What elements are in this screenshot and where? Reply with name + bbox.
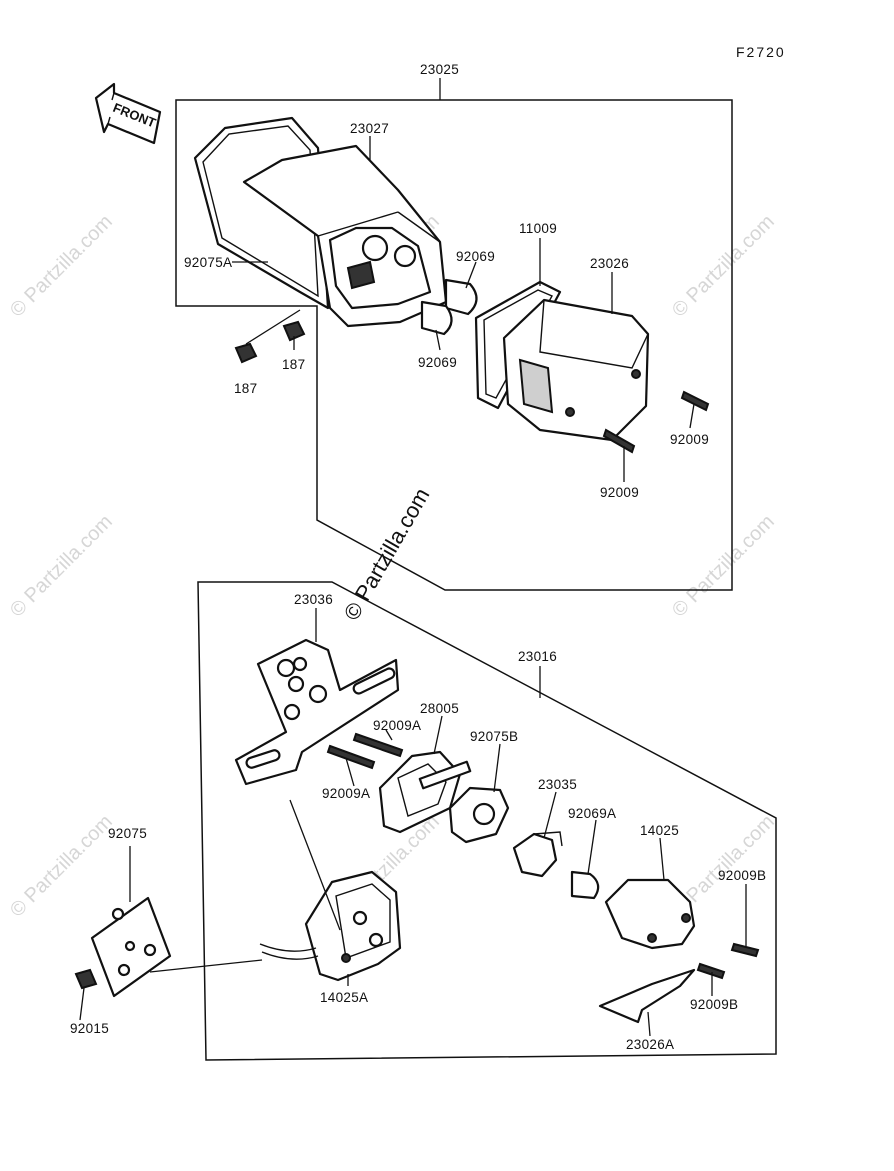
diagram-code: F2720 [736, 44, 786, 60]
nut-92015 [74, 968, 98, 990]
label-23026: 23026 [590, 256, 629, 271]
label-92069-lower: 92069 [418, 355, 457, 370]
lens-23026 [502, 298, 650, 442]
front-arrow: FRONT [94, 82, 162, 145]
assembly-frame-23025 [175, 99, 733, 591]
screw-92009A-lower [326, 744, 376, 770]
label-92009-lower: 92009 [600, 485, 639, 500]
label-92009A-lower: 92009A [322, 786, 370, 801]
base-23027 [242, 144, 448, 328]
gasket-92075B [448, 786, 510, 844]
watermark: © Partzilla.com [6, 811, 117, 922]
label-92075: 92075 [108, 826, 147, 841]
socket-23035 [512, 831, 563, 878]
screw-92009A-upper [352, 732, 404, 758]
reflector-23026A [598, 968, 696, 1024]
label-92015: 92015 [70, 1021, 109, 1036]
label-92069A: 92069A [568, 806, 616, 821]
bracket-23036 [234, 638, 400, 786]
label-92069-upper: 92069 [456, 249, 495, 264]
socket-holder-28005 [378, 750, 472, 834]
screw-92009-lower [602, 428, 636, 454]
screw-92009B-upper [730, 942, 760, 958]
label-23016: 23016 [518, 649, 557, 664]
label-187-right: 187 [282, 357, 305, 372]
nut-187-right [282, 320, 306, 342]
watermark-main: © Partzilla.com [339, 484, 435, 625]
label-14025A: 14025A [320, 990, 368, 1005]
watermark: © Partzilla.com [6, 511, 117, 622]
watermark: © Partzilla.com [6, 211, 117, 322]
assembly-frame-23016 [197, 581, 777, 1061]
label-23026A: 23026A [626, 1037, 674, 1052]
leader-lines [79, 78, 747, 1037]
label-14025: 14025 [640, 823, 679, 838]
label-187-left: 187 [234, 381, 257, 396]
label-23035: 23035 [538, 777, 577, 792]
bulb-92069-lower [420, 300, 453, 336]
screw-92009B-lower [696, 962, 726, 980]
label-92009-right: 92009 [670, 432, 709, 447]
label-92009A-upper: 92009A [373, 718, 421, 733]
label-23036: 23036 [294, 592, 333, 607]
watermark: © Partzilla.com [668, 211, 779, 322]
nut-187-left [234, 342, 258, 364]
bulb-92069A [570, 870, 600, 900]
part-labels: 23025 23027 92075A 187 187 92069 92069 1… [70, 62, 766, 1052]
bulb-92069-upper [444, 278, 478, 316]
housing-14025A [259, 870, 402, 982]
label-92009B-lower: 92009B [690, 997, 738, 1012]
cover-14025 [604, 878, 696, 950]
label-92009B-upper: 92009B [718, 868, 766, 883]
label-92075A: 92075A [184, 255, 232, 270]
plate-92075 [90, 896, 172, 998]
watermark: © Partzilla.com [668, 511, 779, 622]
label-23025: 23025 [420, 62, 459, 77]
label-23027: 23027 [350, 121, 389, 136]
label-92075B: 92075B [470, 729, 518, 744]
label-11009: 11009 [519, 221, 557, 236]
screw-92009-right [680, 390, 710, 412]
label-28005: 28005 [420, 701, 459, 716]
